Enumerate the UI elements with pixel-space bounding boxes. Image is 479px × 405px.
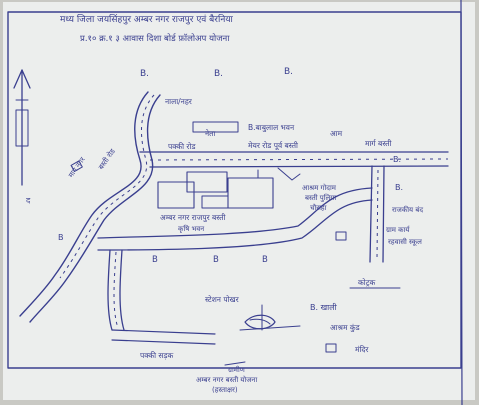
header-line-2: प्र.१० क्र.१ ३ आवास दिशा बोर्ड फ़ॉलोअप य… bbox=[80, 33, 230, 44]
top-building bbox=[192, 121, 239, 133]
marker-b-top-right: B. bbox=[284, 67, 293, 77]
marker-b-bottom-1: B bbox=[152, 255, 158, 265]
center-building-label: अम्बर नगर राजपुर बस्ती bbox=[160, 213, 226, 223]
road-label-2: मेयर रोड पूर्व बस्ती bbox=[248, 141, 299, 151]
left-small-hut bbox=[70, 160, 83, 172]
footer-line-2: अम्बर नगर बस्ती योजना bbox=[196, 375, 257, 384]
left-marker-b: B bbox=[58, 233, 64, 242]
right-lower-label-2: B. खाली bbox=[310, 302, 338, 312]
road-label-1: पक्की रोड bbox=[168, 142, 196, 151]
right-lower-title: कोट्रक bbox=[358, 278, 375, 287]
footer-line-1: ग्रामीण bbox=[228, 365, 246, 374]
footer-line-3: (हस्ताक्षर) bbox=[212, 386, 238, 394]
pond-scribble-icon bbox=[239, 304, 301, 331]
road-label-3: मार्ग बस्ती bbox=[365, 139, 393, 148]
right-mid-label-3: चौराहा bbox=[310, 203, 327, 212]
right-mid-label-2: बस्ती पुलिया bbox=[305, 193, 336, 202]
junction-mark bbox=[277, 167, 301, 181]
left-lower-road bbox=[107, 249, 125, 331]
paper-sheet bbox=[3, 2, 475, 400]
right-lower-label-4: मंदिर bbox=[355, 345, 369, 354]
center-sub-label: कृषि भवन bbox=[178, 224, 204, 233]
marker-b-bottom-2: B bbox=[213, 255, 219, 265]
winding-stream bbox=[19, 91, 161, 323]
lower-road bbox=[97, 187, 373, 251]
right-side-label-3: रहवासी स्कूल bbox=[388, 237, 422, 246]
right-road-marker-b: B. bbox=[393, 155, 401, 164]
main-road bbox=[139, 151, 449, 168]
signature-stroke bbox=[224, 361, 246, 366]
right-vertical-road bbox=[369, 165, 385, 263]
marker-b-top-mid: B. bbox=[214, 69, 223, 79]
temple-box bbox=[325, 343, 337, 353]
marker-b-top-left: B. bbox=[140, 69, 149, 79]
stream-label: नाला/नहर bbox=[165, 97, 193, 106]
right-lower-label-1: स्टेशन पोखर bbox=[205, 295, 240, 304]
right-lower-label-3: आश्रम कुंड bbox=[330, 323, 361, 333]
marker-b-bottom-3: B bbox=[262, 255, 268, 265]
right-edge-line bbox=[460, 0, 463, 405]
right-mid-label-1: आश्रम गोदाम bbox=[302, 183, 337, 192]
right-marker-b-2: B. bbox=[395, 183, 403, 192]
bottom-road-label: पक्की सड़क bbox=[140, 351, 174, 360]
right-side-label-2: ग्राम कार्य bbox=[386, 225, 410, 234]
small-label-1: नेता bbox=[205, 129, 216, 138]
right-small-box bbox=[335, 231, 347, 241]
center-building-cluster bbox=[157, 169, 274, 209]
header-line-1: मध्य जिला जयसिंहपुर अम्बर नगर राजपुर एवं… bbox=[60, 13, 234, 25]
north-arrow-icon bbox=[13, 69, 31, 186]
top-building-label: B.बाबुलाल भवन bbox=[248, 123, 295, 133]
bottom-road bbox=[111, 329, 216, 345]
small-label-2: आम bbox=[330, 129, 343, 138]
compass-south-label: द bbox=[26, 196, 31, 205]
right-side-label-1: राजकीय बंद bbox=[392, 205, 423, 214]
